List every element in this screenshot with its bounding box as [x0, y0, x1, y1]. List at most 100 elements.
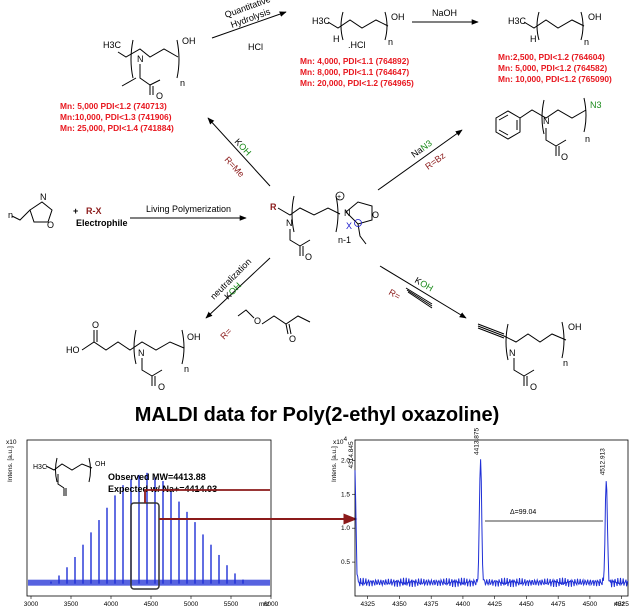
- right-x-tick-label: 4425: [487, 601, 502, 608]
- ring-o-atom: O: [372, 210, 379, 220]
- right-y-tick-label: 0.5: [341, 559, 350, 566]
- oh-label-3: OH: [588, 12, 602, 22]
- pei-line-2: Mn: 5,000, PDI<1.2 (764582): [498, 63, 607, 73]
- right-y-ticks: 0.5 1.0 1.5 2.0: [341, 457, 355, 566]
- cation-charge: +: [337, 194, 341, 201]
- monomer-o-atom: O: [47, 220, 54, 230]
- r-alkyne-label: R=: [387, 287, 402, 302]
- pei-hcl-line-2: Mn: 8,000, PDI<1.1 (764647): [300, 67, 409, 77]
- oh-label-5: OH: [568, 322, 582, 332]
- koh-me-arrow: [207, 117, 271, 187]
- left-x-tick-label: 5000: [184, 601, 199, 608]
- pei-line-1: Mn:2,500, PDI<1.2 (764604): [498, 52, 605, 62]
- hydrolysis-arrow: [211, 11, 287, 39]
- naoh-label: NaOH: [432, 8, 457, 18]
- right-x-tick-label: 4350: [392, 601, 407, 608]
- right-peak-label: 4512.913: [599, 448, 606, 475]
- acid-product-structure: HO O N O OH n: [66, 320, 201, 392]
- pmeox-line-3: Mn: 25,000, PDI<1.4 (741884): [60, 123, 174, 133]
- oh-label: OH: [182, 36, 196, 46]
- koh-alkyne-reagent: KOH: [413, 275, 435, 293]
- koh-me-reagent: KOH: [233, 137, 254, 158]
- pei-hcl-line-3: Mn: 20,000, PDI<1.2 (764965): [300, 78, 414, 88]
- right-x-tick-label: 4500: [583, 601, 598, 608]
- inset-structure: H3C OH: [33, 457, 106, 496]
- right-peak-label: 4413.875: [474, 427, 481, 454]
- right-x-tick-label: 4375: [424, 601, 439, 608]
- left-x-tick-label: 4000: [104, 601, 119, 608]
- alkyne-o-atom: O: [530, 382, 537, 392]
- n-atom: N: [137, 54, 144, 64]
- left-x-tick-label: 5500: [224, 601, 239, 608]
- inset-h3c: H3C: [33, 464, 47, 471]
- acid-o-atom-2: O: [158, 382, 165, 392]
- center-o-atom: O: [305, 252, 312, 262]
- o-atom-2: O: [561, 152, 568, 162]
- left-y-label: Intens. [a.u.]: [7, 446, 14, 482]
- oh-label-2: OH: [391, 12, 405, 22]
- right-x-tick-label: 4325: [360, 601, 375, 608]
- inset-oh: OH: [95, 461, 106, 468]
- left-spectrum-bars: [28, 472, 270, 586]
- oh-label-4: OH: [187, 332, 201, 342]
- pei-hcl-products: Mn: 4,000, PDI<1.1 (764892) Mn: 8,000, P…: [300, 56, 414, 88]
- hcl-salt-label: .HCl: [348, 40, 366, 50]
- r-ester-label: R=: [218, 326, 233, 341]
- monomer-n: n: [8, 210, 13, 220]
- hcl-label: HCl: [248, 42, 263, 52]
- right-exponent: x104: [333, 436, 347, 446]
- left-x-tick-label: 3500: [64, 601, 79, 608]
- center-n-minus-1: n-1: [338, 235, 351, 245]
- left-x-tick-label: 4500: [144, 601, 159, 608]
- right-y-tick-label: 2.0: [341, 457, 350, 464]
- pei-products: Mn:2,500, PDI<1.2 (764604) Mn: 5,000, PD…: [498, 52, 612, 84]
- delta-label: Δ=99.04: [510, 509, 536, 516]
- expected-mw: Expected w/ Na+=4414.03: [108, 484, 217, 494]
- left-x-ticks: 3000 3500 4000 4500 5000 5500 6000: [24, 596, 279, 608]
- alkyne-n-atom: N: [509, 348, 516, 358]
- maldi-title: MALDI data for Poly(2-ethyl oxazoline): [135, 404, 499, 426]
- living-polymerization-label: Living Polymerization: [146, 204, 231, 214]
- pmeox-line-2: Mn:10,000, PDI<1.3 (741906): [60, 112, 172, 122]
- alkyne-product-structure: N O OH n: [477, 321, 582, 392]
- right-peak-label: 4314.845: [348, 441, 355, 468]
- n-subscript-4: n: [585, 134, 590, 144]
- right-x-tick-label: 4525: [614, 601, 629, 608]
- acid-o-atom: O: [92, 320, 99, 330]
- n3-label: N3: [590, 100, 602, 110]
- living-polymer-structure: R N O n-1 N O + X: [270, 191, 379, 262]
- center-n-atom: N: [286, 218, 293, 228]
- pei-hcl-structure: H3C H OH .HCl n: [312, 11, 405, 50]
- h3c-label: H3C: [103, 40, 122, 50]
- zoom-connector-line: [144, 489, 270, 503]
- pmeox-line-1: Mn: 5,000 PDI<1.2 (740713): [60, 101, 167, 111]
- n-subscript-6: n: [563, 358, 568, 368]
- r-bz-label: R=Bz: [423, 150, 447, 171]
- right-plot-frame: [354, 439, 629, 597]
- ester-o-atom-2: O: [254, 316, 261, 326]
- nan3-bz-arrow: [377, 129, 463, 191]
- h3c-label-2: H3C: [312, 16, 331, 26]
- right-y-label: Intens. [a.u.]: [331, 446, 338, 482]
- left-exponent: x10: [6, 439, 17, 446]
- counterion-x: X: [346, 221, 352, 231]
- neutralization-arrow: [205, 257, 271, 319]
- h3c-label-3: H3C: [508, 16, 527, 26]
- center-r-label: R: [270, 202, 277, 212]
- right-peak-labels: 4314.845 4413.875 4512.913: [348, 427, 607, 475]
- pei-structure: H3C H OH n: [508, 11, 602, 47]
- n-subscript-2: n: [388, 37, 393, 47]
- plus-sign: +: [73, 206, 78, 216]
- right-unit: m/z: [614, 601, 624, 608]
- left-x-tick-label: 6000: [264, 601, 279, 608]
- nh-label-2: H: [530, 34, 537, 44]
- n-subscript-3: n: [584, 37, 589, 47]
- o-atom: O: [156, 91, 163, 101]
- cation-n-atom: N: [344, 208, 351, 218]
- left-x-tick-label: 3000: [24, 601, 39, 608]
- right-y-tick-label: 1.0: [341, 525, 350, 532]
- nh-label: H: [333, 34, 340, 44]
- electrophile-label: Electrophile: [76, 218, 128, 228]
- right-y-tick-label: 1.5: [341, 491, 350, 498]
